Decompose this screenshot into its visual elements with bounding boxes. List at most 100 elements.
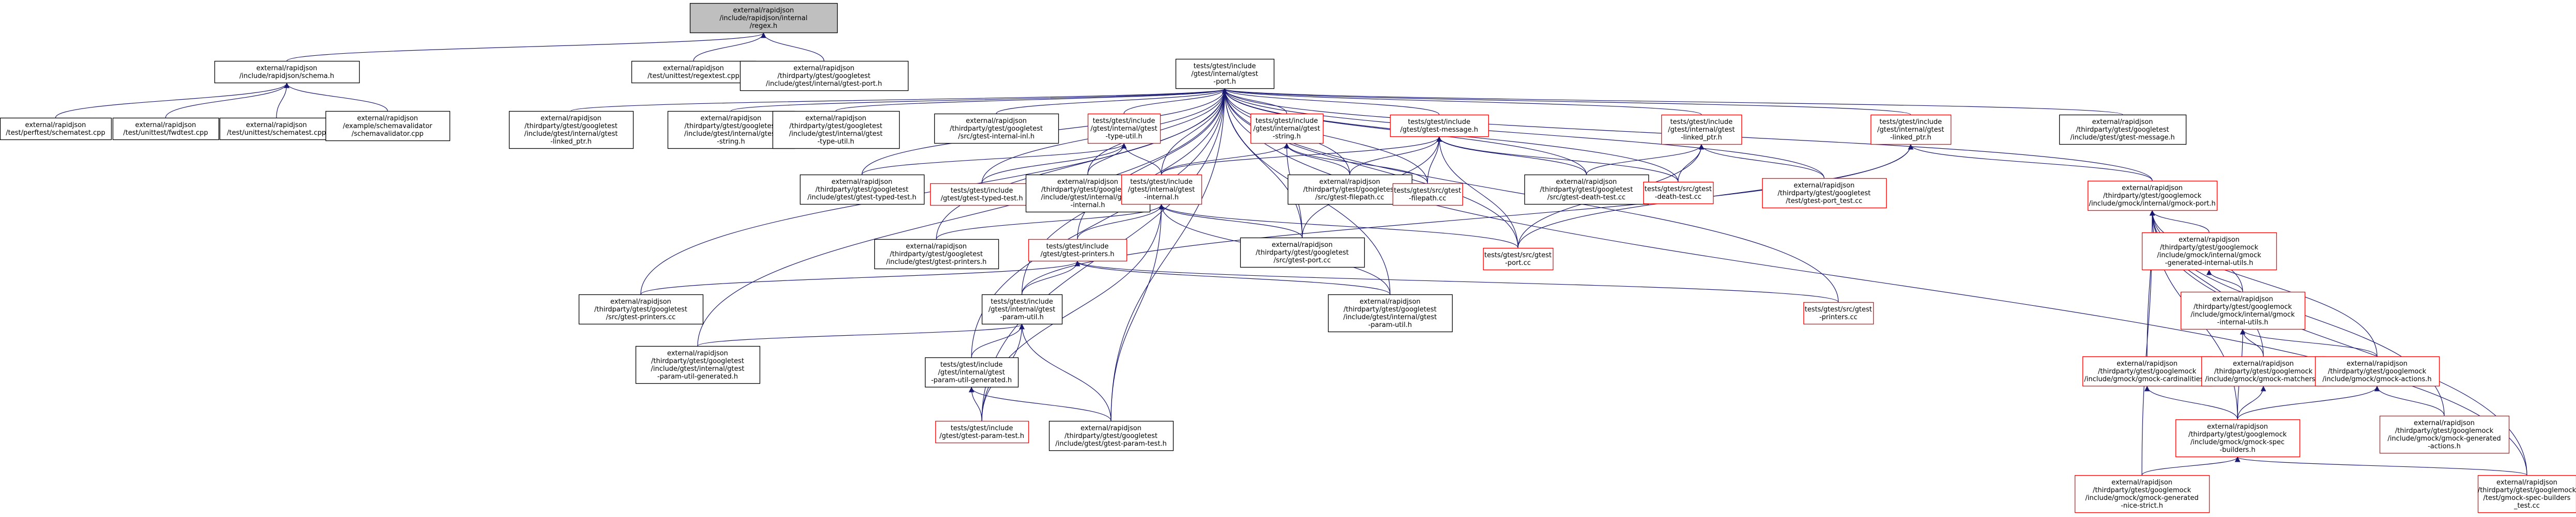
file-node-tg_printers_cc[interactable]: tests/gtest/src/gtest-printers.cc [1803,302,1874,325]
file-node-label-line: external/rapidjson [667,350,728,357]
file-node-label-line: tests/gtest/include [940,361,1003,369]
include-edge-tgi_param_util-to-tg_printers_h [1021,260,1081,295]
file-node-gmock_port[interactable]: external/rapidjson/thirdparty/gtest/goog… [2087,180,2218,211]
file-node-tgi_type_util[interactable]: tests/gtest/include/gtest/internal/gtest… [1087,113,1161,144]
file-node-label-line: external/rapidjson [246,121,307,129]
file-node-label-line: -port.h [1213,78,1236,86]
file-node-box [1870,114,1952,145]
file-node-label-line: /gtest/internal/gtest [1090,125,1157,133]
file-node-gmock_generated_nice_strict[interactable]: external/rapidjson/thirdparty/gtest/goog… [2074,475,2210,513]
file-node-gmock_spec_builders_test[interactable]: external/rapidjson/thirdparty/gtest/goog… [2478,475,2576,513]
file-node-ext_death_test[interactable]: external/rapidjson/thirdparty/gtest/goog… [1524,174,1649,205]
file-node-label-line: /gtest/internal/gtest [1668,126,1735,134]
file-node-label-line: /include/gtest/gtest-message.h [2070,134,2174,142]
include-edge-ext_param_test-to-tgi_internal [1110,203,1164,421]
file-node-label-line: -linked_ptr.h [550,138,592,146]
file-node-gmock_matchers[interactable]: external/rapidjson/thirdparty/gtest/goog… [2201,356,2326,387]
file-node-ext_gtest_port_cc[interactable]: external/rapidjson/thirdparty/gtest/goog… [1240,237,1365,268]
file-node-label-line: external/rapidjson [701,115,762,122]
file-node-label-line: /gtest/gtest-param-test.h [939,432,1024,440]
file-node-regex[interactable]: external/rapidjson/include/rapidjson/int… [689,3,838,34]
file-node-box [2175,419,2301,458]
file-node-tgi_param_util_gen[interactable]: tests/gtest/include/gtest/internal/gtest… [924,357,1019,388]
file-node-label-line: -actions.h [2428,443,2461,450]
file-node-tg_filepath[interactable]: tests/gtest/src/gtest-filepath.cc [1392,183,1463,206]
file-node-schematest[interactable]: external/rapidjson/test/unittest/schemat… [219,117,334,140]
include-edge-tg_port_cc-to-tgi_gtest_port [1222,88,1519,248]
include-edge-ext_gtest_port_cc-to-tgi_internal [1159,203,1303,238]
file-node-tgi_param_util[interactable]: tests/gtest/include/gtest/internal/gtest… [981,294,1063,325]
file-node-tg_param_test[interactable]: tests/gtest/include/gtest/gtest-param-te… [935,420,1029,444]
file-node-box [631,60,757,84]
file-node-box [2315,356,2440,387]
include-edge-tg_port_cc-to-tg_message [1436,136,1519,248]
file-node-gmock_generated_actions[interactable]: external/rapidjson/thirdparty/gtest/goog… [2379,415,2510,454]
file-node-label-line: external/rapidjson [2111,479,2172,487]
file-node-ext_gtest_all[interactable]: external/rapidjson/thirdparty/gtest/goog… [934,113,1059,144]
file-node-tg_printers_h[interactable]: tests/gtest/include/gtest/gtest-printers… [1028,239,1128,262]
file-node-box [799,174,925,205]
file-node-ext_linked_ptr[interactable]: external/rapidjson/thirdparty/gtest/goog… [508,111,634,149]
file-node-tgi_string[interactable]: tests/gtest/include/gtest/internal/gtest… [1250,113,1324,144]
file-node-regextest[interactable]: external/rapidjson/test/unittest/regexte… [631,60,757,84]
file-node-perftest[interactable]: external/rapidjson/test/perftest/schemat… [0,117,112,140]
file-node-label-line: -linked_ptr.h [1890,134,1932,142]
file-node-label-line: /include/gtest/gtest-printers.h [886,258,986,266]
file-node-box [1803,302,1874,325]
file-node-schemavalidator[interactable]: external/rapidjson/example/schemavalidat… [325,111,451,142]
file-node-box [2087,180,2218,211]
file-node-schema[interactable]: external/rapidjson/include/rapidjson/sch… [214,60,360,84]
include-edge-fwdtest-to-schema [165,82,290,118]
file-node-ext_port_test[interactable]: external/rapidjson/thirdparty/gtest/goog… [1762,178,1887,209]
file-node-fwdtest[interactable]: external/rapidjson/test/unittest/fwdtest… [112,117,220,140]
file-node-gmock_cardinalities[interactable]: external/rapidjson/thirdparty/gtest/goog… [2082,356,2213,387]
file-node-box [1121,174,1202,205]
file-node-ext_param_util_gen[interactable]: external/rapidjson/thirdparty/gtest/goog… [635,346,761,384]
file-node-gmock_internal_utils[interactable]: external/rapidjson/thirdparty/gtest/goog… [2180,291,2306,330]
file-node-tg_port_cc[interactable]: tests/gtest/src/gtest-port.cc [1483,247,1554,271]
file-node-label-line: external/rapidjson [1081,425,1142,432]
file-node-label-line: -linked_ptr.h [1681,134,1722,142]
file-node-label-line: _test.cc [2513,502,2540,510]
file-node-label-line: /include/gmock/internal/gmock-port.h [2089,200,2215,208]
file-node-ext_gtest_message[interactable]: external/rapidjson/thirdparty/gtest/goog… [2059,114,2187,145]
file-node-gtestport_ext[interactable]: external/rapidjson/thirdparty/gtest/goog… [739,60,909,91]
file-node-box [578,294,704,325]
file-node-box [1483,247,1554,271]
file-node-ext_param_util[interactable]: external/rapidjson/thirdparty/gtest/goog… [1328,294,1453,333]
file-node-label-line: /include/gmock/gmock-cardinalities.h [2084,375,2210,383]
file-node-tgi_linked_ptr[interactable]: tests/gtest/include/gtest/internal/gtest… [1661,114,1742,145]
file-node-tg_death_test[interactable]: tests/gtest/src/gtest-death-test.cc [1643,181,1714,205]
file-node-tg_typed_test[interactable]: tests/gtest/include/gtest/gtest-typed-te… [930,183,1035,206]
file-node-tgi_linked_ptr2[interactable]: tests/gtest/include/gtest/internal/gtest… [1870,114,1952,145]
file-node-ext_printers_cc[interactable]: external/rapidjson/thirdparty/gtest/goog… [578,294,704,325]
include-edge-ext_param_test-to-tgi_gtest_port [1110,88,1228,421]
file-node-gmock_spec_builders[interactable]: external/rapidjson/thirdparty/gtest/goog… [2175,419,2301,458]
file-node-gmock_actions[interactable]: external/rapidjson/thirdparty/gtest/goog… [2315,356,2440,387]
file-node-label-line: /regex.h [750,22,778,30]
file-node-box [2141,232,2277,271]
include-edge-ext_gtest_internal-to-tgi_type_util [1087,143,1127,175]
include-edge-gmock_actions-to-gmock_internal_utils [2240,328,2378,357]
file-node-ext_typed_test[interactable]: external/rapidjson/thirdparty/gtest/goog… [799,174,925,205]
file-node-ext_type_util[interactable]: external/rapidjson/thirdparty/gtest/goog… [772,111,900,149]
file-node-ext_param_test[interactable]: external/rapidjson/thirdparty/gtest/goog… [1048,420,1174,451]
file-node-label-line: /thirdparty/gtest/googlemock [2328,368,2427,375]
file-node-box [930,183,1035,206]
include-edge-tg_death_test-to-tg_message [1436,136,1679,182]
file-node-tgi_internal[interactable]: tests/gtest/include/gtest/internal/gtest… [1121,174,1202,205]
file-node-label-line: /include/gtest/internal/gtest-port.h [766,80,882,88]
file-node-label-line: -internal.h [1144,194,1179,201]
file-node-box [1048,420,1174,451]
file-node-ext_filepath[interactable]: external/rapidjson/thirdparty/gtest/goog… [1287,174,1413,205]
include-edge-tgi_param_util-to-tgi_linked_ptr2 [1021,144,1914,295]
file-node-tgi_gtest_port[interactable]: tests/gtest/include/gtest/internal/gtest… [1175,58,1275,89]
file-node-tg_message[interactable]: tests/gtest/include/gtest/gtest-message.… [1390,114,1489,137]
include-edge-schema-to-regex [286,32,766,61]
file-node-gmock_generated_internal_utils[interactable]: external/rapidjson/thirdparty/gtest/goog… [2141,232,2277,271]
include-edge-tg_port_cc-to-tgi_linked_ptr2 [1517,144,1914,248]
file-node-label-line: -string.h [717,138,745,146]
file-node-ext_gtest_printers[interactable]: external/rapidjson/thirdparty/gtest/goog… [874,239,999,270]
file-node-label-line: /include/gmock/gmock-spec [2191,438,2285,446]
